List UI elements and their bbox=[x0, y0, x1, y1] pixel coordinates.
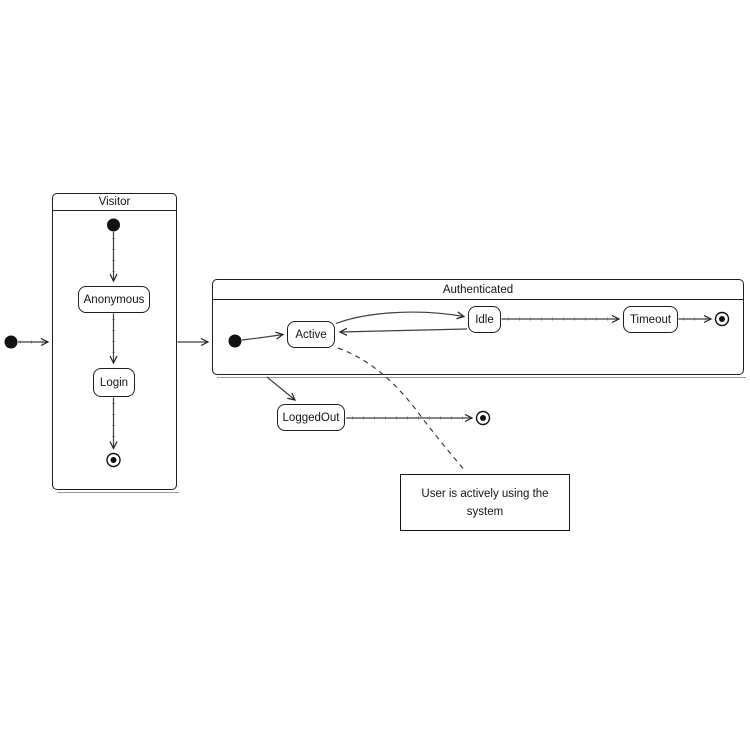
state-login: Login bbox=[93, 368, 135, 397]
state-idle-label: Idle bbox=[475, 313, 494, 326]
final-state-loggedout bbox=[475, 410, 491, 426]
state-timeout: Timeout bbox=[623, 306, 678, 333]
state-loggedout-label: LoggedOut bbox=[282, 411, 340, 424]
composite-state-authenticated-header: Authenticated bbox=[213, 280, 743, 300]
note-text-line1: User is actively using the bbox=[421, 487, 549, 500]
state-active: Active bbox=[287, 321, 335, 348]
note-box: User is actively using the system bbox=[400, 474, 570, 531]
authenticated-title: Authenticated bbox=[442, 283, 514, 296]
note-text-line2: system bbox=[466, 505, 504, 518]
edge-active-to-idle bbox=[335, 312, 464, 325]
state-loggedout: LoggedOut bbox=[277, 404, 345, 431]
state-timeout-label: Timeout bbox=[629, 313, 672, 326]
edge-note-to-active-dashed bbox=[337, 347, 467, 473]
initial-state-dot-main bbox=[4, 335, 18, 349]
initial-state-dot-visitor bbox=[107, 218, 120, 232]
state-anonymous-label: Anonymous bbox=[83, 293, 145, 306]
state-active-label: Active bbox=[295, 328, 327, 341]
initial-state-dot-authenticated bbox=[228, 334, 242, 348]
state-anonymous: Anonymous bbox=[78, 286, 150, 313]
final-state-visitor bbox=[106, 452, 121, 468]
state-idle: Idle bbox=[468, 306, 501, 333]
visitor-title: Visitor bbox=[98, 196, 131, 208]
composite-state-visitor-header: Visitor bbox=[53, 194, 176, 211]
edge-auth-start-to-active bbox=[241, 335, 283, 341]
final-state-authenticated bbox=[714, 311, 730, 327]
state-login-label: Login bbox=[99, 376, 129, 389]
composite-state-visitor: Visitor bbox=[52, 193, 179, 493]
edge-idle-to-active bbox=[340, 329, 468, 332]
edge-authenticated-to-loggedout bbox=[266, 376, 295, 400]
